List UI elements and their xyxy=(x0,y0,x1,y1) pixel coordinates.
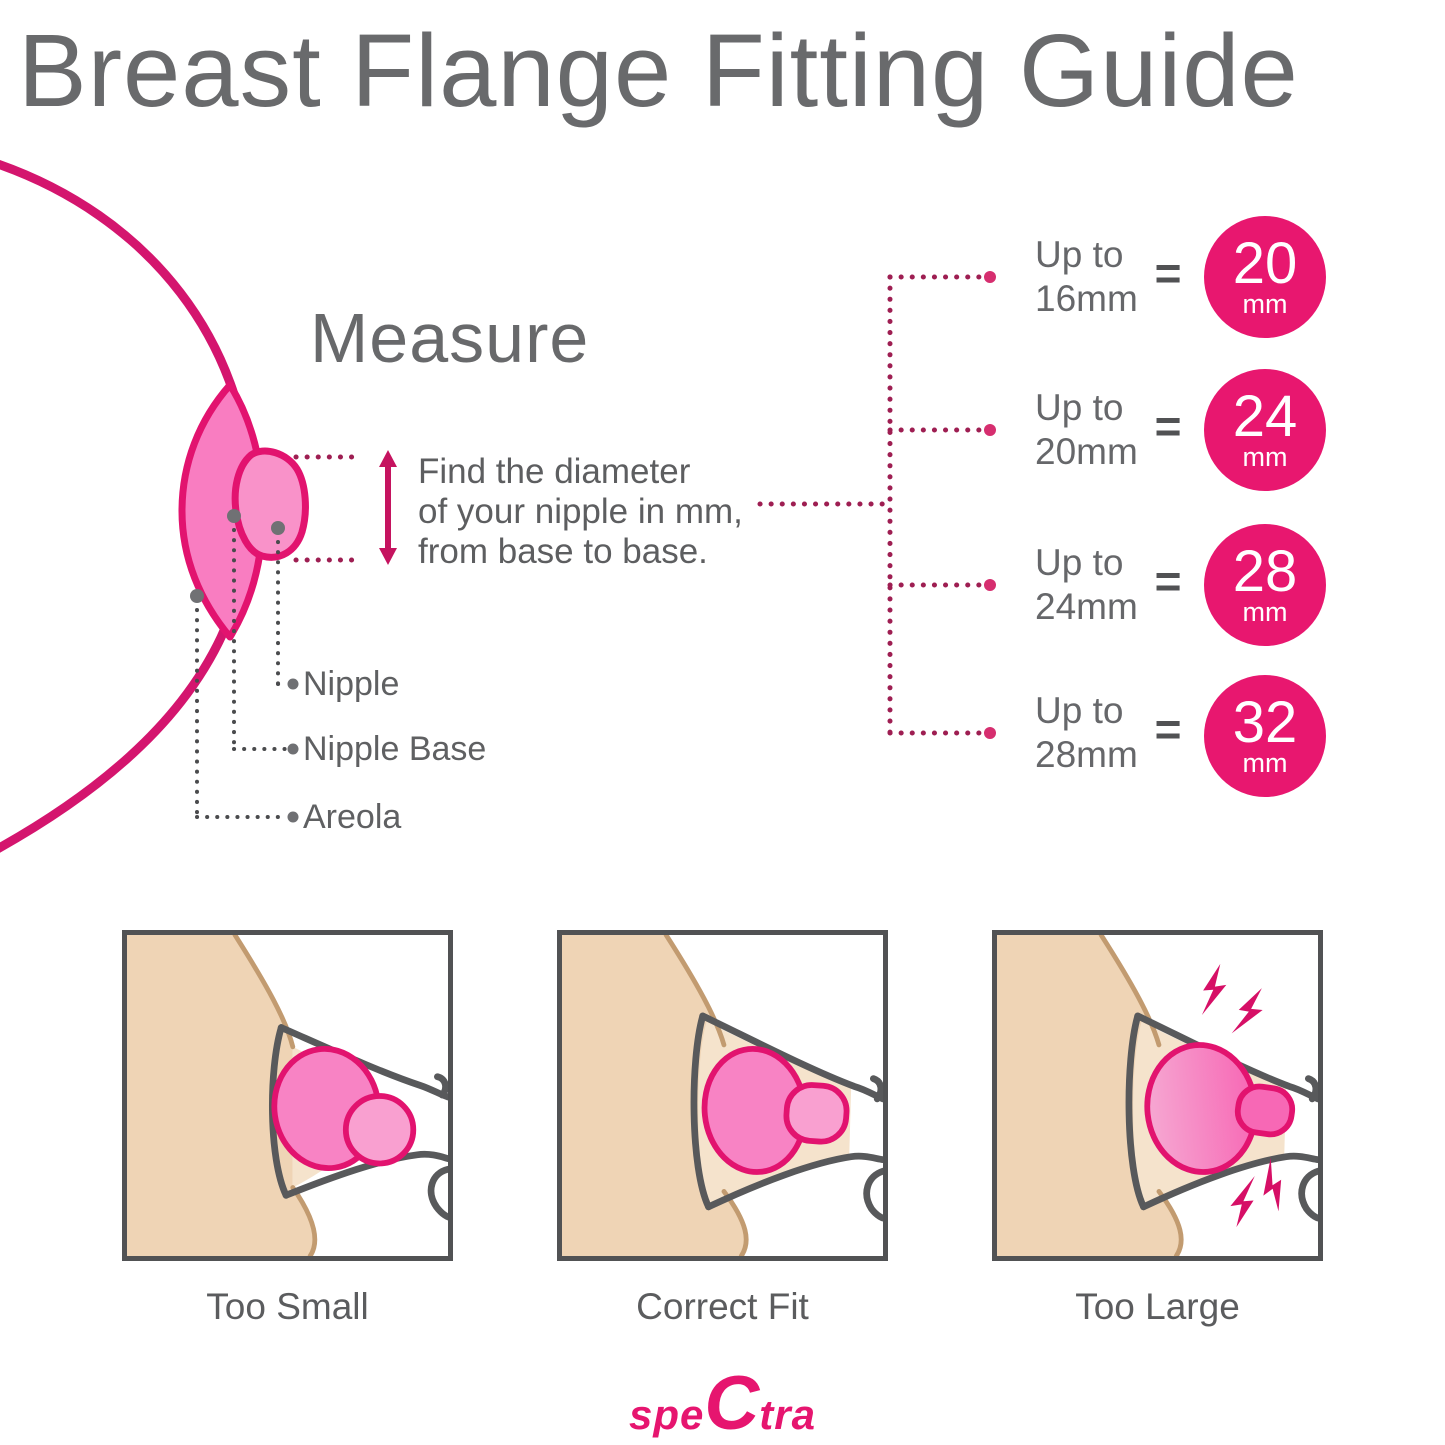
fit-panel-too-small xyxy=(122,930,453,1261)
caption-too-large: Too Large xyxy=(1075,1286,1240,1327)
size-range-2-line1: Up to xyxy=(1035,387,1124,428)
size-range-3-line1: Up to xyxy=(1035,542,1124,583)
flange-size-number: 28 xyxy=(1232,539,1298,604)
areola-shape xyxy=(178,381,267,641)
size-range-2: Up to 20mm xyxy=(1035,386,1205,474)
logo-part-c: C xyxy=(704,1361,760,1445)
equals-sign: = xyxy=(1154,400,1182,452)
equals-sign: = xyxy=(1154,555,1182,607)
instruction-line-1: Find the diameter xyxy=(418,452,691,491)
caption-too-small: Too Small xyxy=(206,1286,369,1327)
nipple-base-point xyxy=(227,509,241,523)
nipple-shape xyxy=(231,447,309,561)
size-row-bullet xyxy=(984,579,996,591)
logo-part-tra: tra xyxy=(759,1391,816,1438)
areola-point xyxy=(190,589,204,603)
nipple-point xyxy=(271,521,285,535)
measure-instruction: Find the diameter of your nipple in mm, … xyxy=(418,452,743,572)
logo-part-spe: spe xyxy=(629,1391,705,1438)
label-nipple: Nipple xyxy=(303,665,400,703)
areola-label-bullet xyxy=(287,811,299,823)
fit-panel-correct-fit xyxy=(557,930,888,1261)
size-range-1-line1: Up to xyxy=(1035,234,1124,275)
nipple-base-label-bullet xyxy=(287,743,299,755)
size-row-bullet xyxy=(984,424,996,436)
flange-size-unit: mm xyxy=(1242,289,1288,319)
flange-outline xyxy=(1125,1012,1318,1222)
size-chart-connectors xyxy=(757,274,983,736)
nipple-too-large xyxy=(1234,1083,1296,1138)
flange-size-unit: mm xyxy=(1242,748,1288,778)
flange-size-number: 32 xyxy=(1232,690,1298,755)
caption-correct-fit: Correct Fit xyxy=(636,1286,809,1327)
flange-size-badge-24mm: 24 mm xyxy=(1204,369,1326,491)
instruction-line-2: of your nipple in mm, xyxy=(418,492,743,531)
size-range-3-line2: 24mm xyxy=(1035,586,1138,627)
fit-panel-too-large xyxy=(992,930,1323,1261)
measure-arrow-head-up xyxy=(379,450,397,467)
equals-sign: = xyxy=(1154,703,1182,755)
too-large-illustration xyxy=(997,935,1318,1256)
size-range-4: Up to 28mm xyxy=(1035,689,1205,777)
flange-size-badge-32mm: 32 mm xyxy=(1204,675,1326,797)
too-small-illustration xyxy=(127,935,448,1256)
size-row-bullet xyxy=(984,727,996,739)
page-title: Breast Flange Fitting Guide xyxy=(18,13,1299,128)
pain-bolts xyxy=(1201,963,1282,1228)
size-range-4-line2: 28mm xyxy=(1035,734,1138,775)
flange-size-number: 20 xyxy=(1232,231,1298,296)
label-areola: Areola xyxy=(303,798,402,836)
size-range-2-line2: 20mm xyxy=(1035,431,1138,472)
size-range-1-line2: 16mm xyxy=(1035,278,1138,319)
label-nipple-base: Nipple Base xyxy=(303,730,487,768)
measure-heading: Measure xyxy=(310,299,590,377)
flange-size-unit: mm xyxy=(1242,442,1288,472)
nipple-correct-fit xyxy=(783,1082,850,1145)
flange-outline xyxy=(690,1012,883,1222)
correct-fit-illustration xyxy=(562,935,883,1256)
label-connectors xyxy=(195,528,288,819)
flange-size-unit: mm xyxy=(1242,597,1288,627)
measure-arrow-head-down xyxy=(379,548,397,565)
flange-size-number: 24 xyxy=(1232,384,1298,449)
size-range-1: Up to 16mm xyxy=(1035,233,1205,321)
flange-size-badge-28mm: 28 mm xyxy=(1204,524,1326,646)
breast-outline-curve xyxy=(0,160,256,853)
nipple-too-small xyxy=(342,1093,417,1167)
size-range-4-line1: Up to xyxy=(1035,690,1124,731)
nipple-label-bullet xyxy=(287,678,299,690)
size-row-bullet xyxy=(984,271,996,283)
flange-size-badge-20mm: 20 mm xyxy=(1204,216,1326,338)
size-range-3: Up to 24mm xyxy=(1035,541,1205,629)
equals-sign: = xyxy=(1154,247,1182,299)
instruction-line-3: from base to base. xyxy=(418,532,708,571)
